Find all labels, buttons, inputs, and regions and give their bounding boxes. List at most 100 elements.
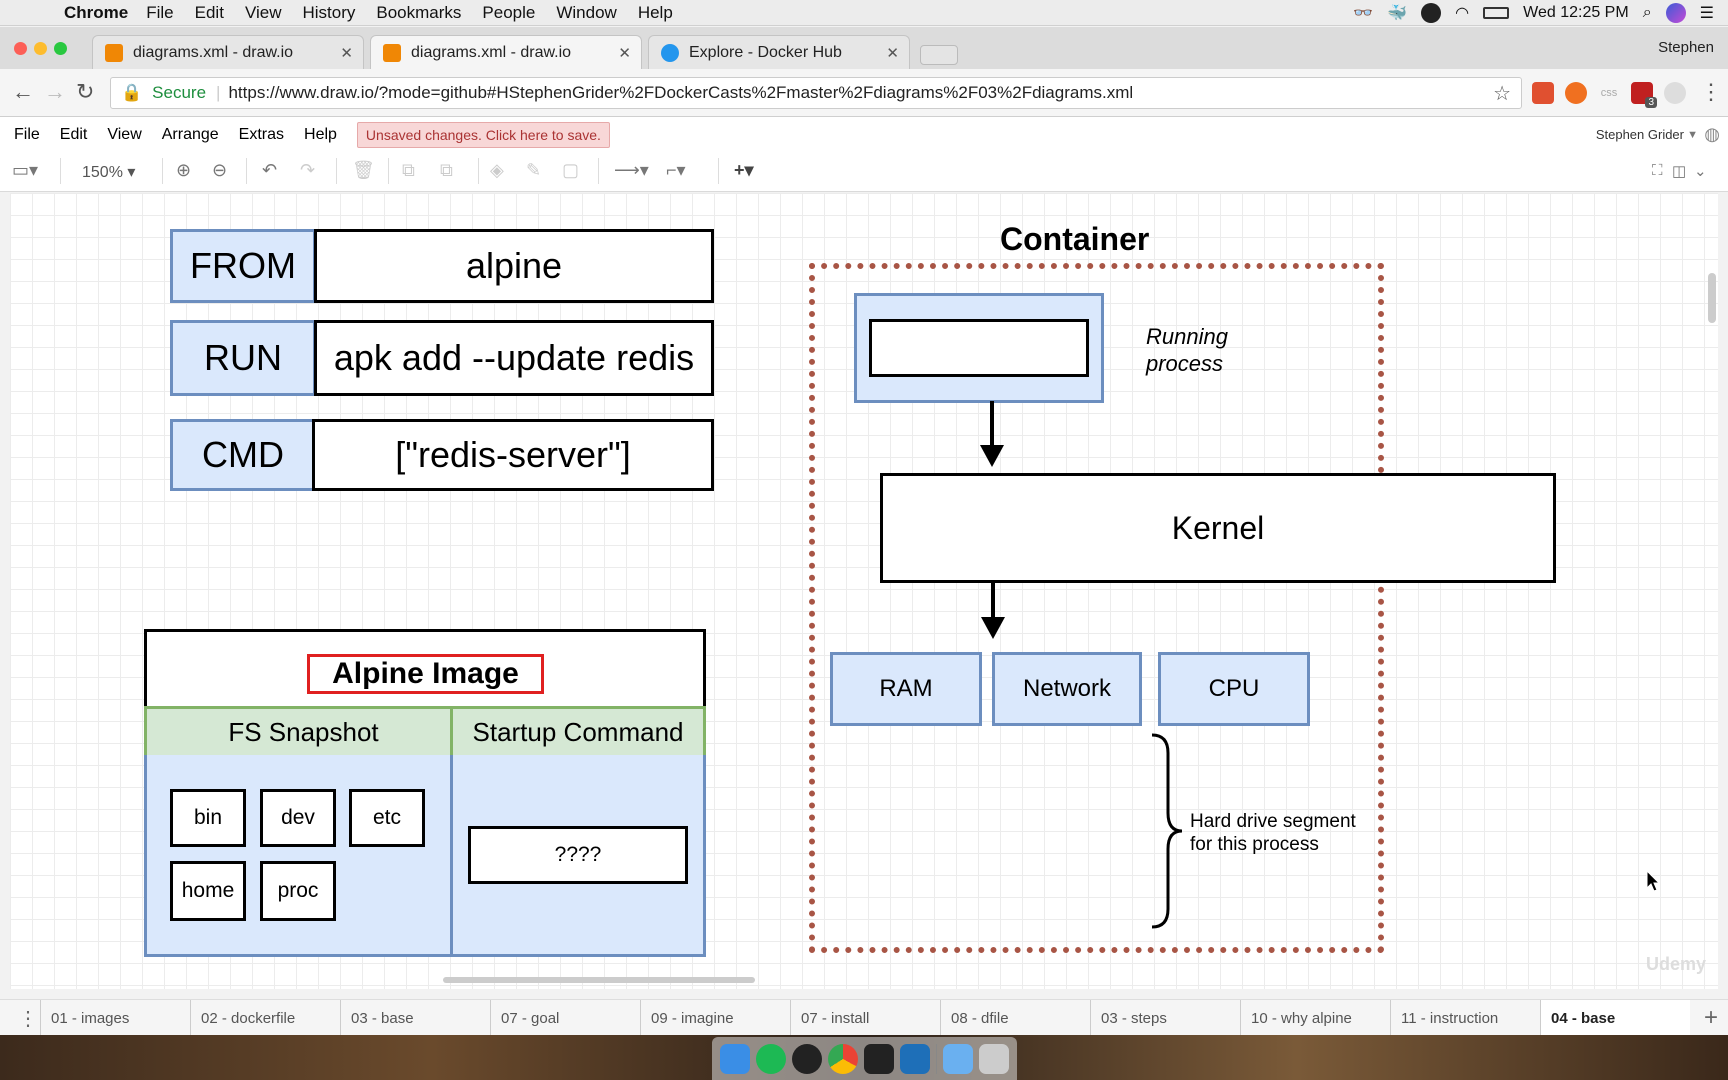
- drawio-menu-help[interactable]: Help: [304, 125, 337, 143]
- chrome-menu-icon[interactable]: ⋮: [1700, 79, 1722, 104]
- page-tab[interactable]: 03 - base: [340, 1000, 490, 1036]
- drawio-menu-view[interactable]: View: [107, 125, 142, 143]
- mac-menu-bookmarks[interactable]: Bookmarks: [376, 2, 462, 22]
- bookmark-star-icon[interactable]: ☆: [1493, 82, 1511, 105]
- container-title[interactable]: Container: [1000, 221, 1150, 257]
- back-arrow-icon[interactable]: ←: [12, 79, 34, 104]
- cpu-box[interactable]: CPU: [1158, 652, 1310, 726]
- page-tab[interactable]: 01 - images: [40, 1000, 190, 1036]
- browser-tab-3[interactable]: Explore - Docker Hub ✕: [648, 35, 910, 69]
- network-box[interactable]: Network: [992, 652, 1142, 726]
- add-page-icon[interactable]: +: [1703, 1004, 1718, 1031]
- address-bar[interactable]: 🔒 Secure | https://www.draw.io/?mode=git…: [110, 77, 1522, 109]
- trash-icon[interactable]: [979, 1043, 1009, 1074]
- page-tab[interactable]: 11 - instruction: [1390, 1000, 1540, 1036]
- delete-icon[interactable]: 🗑: [352, 160, 375, 180]
- fullscreen-icon[interactable]: ⛶: [1652, 162, 1663, 179]
- folder-home[interactable]: home: [170, 861, 246, 921]
- browser-tab-2[interactable]: diagrams.xml - draw.io ✕: [370, 35, 642, 69]
- close-window-button[interactable]: [14, 42, 27, 55]
- app-menu-chrome[interactable]: Chrome: [64, 2, 129, 22]
- hard-drive-note[interactable]: Hard drive segment for this process: [1190, 811, 1356, 855]
- spotlight-search-icon[interactable]: ⌕: [1642, 4, 1652, 21]
- drawio-menu-edit[interactable]: Edit: [59, 125, 88, 143]
- cmd-argument-box[interactable]: ["redis-server"]: [312, 419, 714, 491]
- cmd-instruction-box[interactable]: CMD: [170, 419, 316, 491]
- user-name[interactable]: Stephen Grider: [1595, 127, 1684, 142]
- kernel-box[interactable]: Kernel: [880, 473, 1556, 583]
- obs-icon[interactable]: [1421, 3, 1442, 23]
- profile-name[interactable]: Stephen: [1658, 39, 1714, 56]
- spotify-icon[interactable]: [756, 1043, 786, 1074]
- undo-icon[interactable]: ↶: [262, 160, 278, 180]
- css-extension-icon[interactable]: css: [1600, 87, 1618, 99]
- downloads-folder-icon[interactable]: [943, 1043, 973, 1074]
- extension-icon-badge[interactable]: 3: [1631, 82, 1657, 108]
- mac-menu-edit[interactable]: Edit: [194, 2, 224, 22]
- obs-dock-icon[interactable]: [792, 1043, 822, 1074]
- chrome-icon[interactable]: [828, 1043, 858, 1074]
- zoom-select[interactable]: 150% ▾: [82, 164, 136, 181]
- close-tab-icon[interactable]: ✕: [340, 44, 353, 62]
- unsaved-changes-button[interactable]: Unsaved changes. Click here to save.: [356, 121, 610, 148]
- to-front-icon[interactable]: ⧉: [402, 160, 415, 180]
- pages-menu-icon[interactable]: ⋮: [18, 1008, 38, 1030]
- running-process-box[interactable]: [854, 293, 1104, 403]
- forward-arrow-icon[interactable]: →: [44, 79, 66, 104]
- extension-icon-shield[interactable]: [1565, 82, 1587, 104]
- mac-menu-people[interactable]: People: [482, 2, 536, 22]
- horizontal-scrollbar[interactable]: [443, 977, 755, 983]
- minimize-window-button[interactable]: [34, 42, 47, 55]
- clock[interactable]: Wed 12:25 PM: [1523, 4, 1629, 21]
- ram-box[interactable]: RAM: [830, 652, 982, 726]
- page-tab[interactable]: 08 - dfile: [940, 1000, 1090, 1036]
- reload-icon[interactable]: ↻: [76, 79, 95, 104]
- close-tab-icon[interactable]: ✕: [886, 44, 899, 62]
- line-color-icon[interactable]: ✎: [526, 160, 542, 180]
- battery-icon[interactable]: [1483, 7, 1510, 19]
- finder-icon[interactable]: [720, 1043, 750, 1074]
- mac-menu-history[interactable]: History: [302, 2, 356, 22]
- globe-icon[interactable]: ◍: [1704, 124, 1720, 144]
- fs-snapshot-header[interactable]: FS Snapshot: [144, 706, 463, 758]
- mac-menu-view[interactable]: View: [244, 2, 282, 22]
- page-tab-active[interactable]: 04 - base: [1540, 1000, 1690, 1036]
- close-tab-icon[interactable]: ✕: [618, 44, 631, 62]
- browser-tab-1[interactable]: diagrams.xml - draw.io ✕: [92, 35, 364, 69]
- diagram-canvas[interactable]: FROM alpine RUN apk add --update redis C…: [10, 193, 1718, 989]
- siri-icon[interactable]: [1665, 3, 1686, 23]
- run-argument-box[interactable]: apk add --update redis: [314, 320, 714, 396]
- vscode-icon[interactable]: [900, 1043, 930, 1074]
- page-tab[interactable]: 02 - dockerfile: [190, 1000, 340, 1036]
- mac-menu-help[interactable]: Help: [637, 2, 673, 22]
- to-back-icon[interactable]: ⧉: [440, 160, 453, 180]
- folder-proc[interactable]: proc: [260, 861, 336, 921]
- maximize-window-button[interactable]: [54, 42, 67, 55]
- split-view-icon[interactable]: ◫: [1672, 163, 1687, 180]
- shadow-icon[interactable]: ▢: [562, 160, 580, 180]
- from-argument-box[interactable]: alpine: [314, 229, 714, 303]
- alpine-image-title[interactable]: Alpine Image: [307, 654, 544, 694]
- chevron-down-icon[interactable]: ▼: [1687, 128, 1698, 141]
- extension-icon-gray[interactable]: [1664, 82, 1686, 104]
- startup-command-header[interactable]: Startup Command: [450, 706, 706, 758]
- drawio-menu-file[interactable]: File: [14, 125, 40, 143]
- process-inner-box[interactable]: [869, 319, 1089, 377]
- connection-style-icon[interactable]: ⟶▾: [614, 160, 649, 180]
- page-tab[interactable]: 03 - steps: [1090, 1000, 1240, 1036]
- notification-center-icon[interactable]: ☰: [1699, 5, 1714, 22]
- drawio-menu-extras[interactable]: Extras: [238, 125, 285, 143]
- new-tab-button[interactable]: [920, 45, 958, 65]
- insert-plus-icon[interactable]: +▾: [734, 160, 754, 180]
- folder-etc[interactable]: etc: [349, 789, 425, 847]
- page-tab[interactable]: 10 - why alpine: [1240, 1000, 1390, 1036]
- extension-icon-red[interactable]: [1532, 82, 1554, 104]
- fill-color-icon[interactable]: ◈: [490, 160, 504, 180]
- redo-icon[interactable]: ↷: [300, 160, 316, 180]
- running-process-note[interactable]: Running process: [1146, 324, 1228, 376]
- from-instruction-box[interactable]: FROM: [170, 229, 316, 303]
- glasses-icon[interactable]: 👓: [1353, 5, 1374, 22]
- startup-command-box[interactable]: ????: [468, 826, 688, 884]
- fs-snapshot-area[interactable]: [144, 755, 463, 957]
- vertical-scrollbar[interactable]: [1708, 273, 1716, 323]
